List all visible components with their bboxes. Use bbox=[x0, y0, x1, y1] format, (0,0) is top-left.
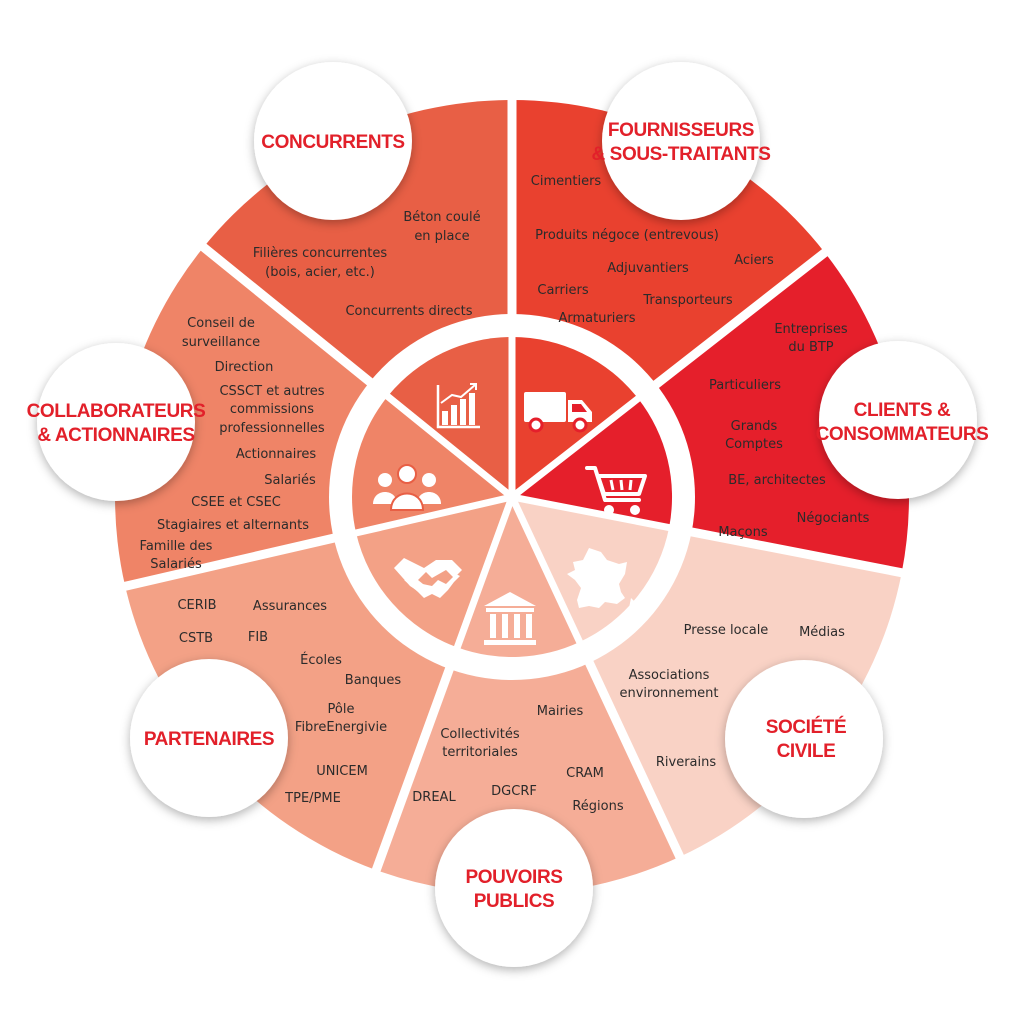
title-circle-fournisseurs: FOURNISSEURS & SOUS-TRAITANTS bbox=[591, 62, 771, 220]
item-label: Produits négoce (entrevous) bbox=[535, 228, 719, 243]
labels-partenaires: CERIB Assurances CSTB FIB Écoles Banques… bbox=[177, 598, 401, 806]
item-label: DGCRF bbox=[491, 784, 537, 799]
institution-building-icon bbox=[484, 592, 536, 645]
inner-sector-separator bbox=[508, 495, 584, 646]
sector-title: COLLABORATEURS bbox=[27, 401, 206, 422]
inner-sector-separator bbox=[453, 495, 516, 651]
bar-chart-growth-icon bbox=[436, 383, 480, 429]
item-label: FIB bbox=[248, 630, 268, 645]
item-label: commissions bbox=[230, 402, 314, 417]
item-label: Filières concurrentes bbox=[253, 246, 388, 261]
item-label: CSTB bbox=[179, 631, 213, 646]
item-label: Médias bbox=[799, 625, 845, 640]
item-label: Riverains bbox=[656, 755, 716, 770]
item-label: Béton coulé bbox=[403, 210, 480, 225]
title-circle-partenaires: PARTENAIRES bbox=[130, 659, 288, 817]
item-label: surveillance bbox=[182, 335, 260, 350]
item-label: UNICEM bbox=[316, 764, 368, 779]
handshake-icon bbox=[394, 558, 462, 598]
item-label: environnement bbox=[619, 686, 718, 701]
item-label: CSEE et CSEC bbox=[191, 495, 281, 510]
item-label: CERIB bbox=[177, 598, 216, 613]
item-label: Grands bbox=[731, 419, 778, 434]
inner-sector-collaborateurs bbox=[387, 337, 512, 497]
item-label: Direction bbox=[215, 360, 274, 375]
group-people-icon bbox=[373, 464, 441, 511]
title-circle-societe-civile: SOCIÉTÉ CIVILE bbox=[725, 660, 883, 818]
labels-fournisseurs: Cimentiers Produits négoce (entrevous) A… bbox=[531, 174, 774, 326]
item-label: Stagiaires et alternants bbox=[157, 518, 309, 533]
item-label: Salariés bbox=[150, 557, 202, 572]
item-label: Conseil de bbox=[187, 316, 255, 331]
item-label: FibreEnergivie bbox=[295, 720, 387, 735]
sector-title: POUVOIRS bbox=[465, 867, 562, 888]
sector-societe-civile bbox=[376, 497, 680, 895]
sector-title: CLIENTS & bbox=[854, 400, 951, 421]
item-label: Associations bbox=[629, 668, 710, 683]
labels-concurrents: Béton coulé en place Filières concurrent… bbox=[253, 210, 481, 319]
item-label: CRAM bbox=[566, 766, 604, 781]
labels-collaborateurs: Conseil de surveillance Direction CSSCT … bbox=[140, 316, 325, 572]
item-label: Pôle bbox=[328, 702, 355, 717]
labels-societe-civile: Presse locale Médias Associations enviro… bbox=[619, 623, 845, 770]
item-label: en place bbox=[414, 229, 469, 244]
title-circle-concurrents: CONCURRENTS bbox=[254, 62, 412, 220]
sector-title: CIVILE bbox=[777, 741, 836, 762]
france-map-icon bbox=[567, 548, 635, 610]
sector-title: CONSOMMATEURS bbox=[816, 424, 989, 445]
inner-sector-separator bbox=[383, 392, 515, 500]
item-label: Actionnaires bbox=[236, 447, 317, 462]
inner-sector-separator bbox=[353, 493, 513, 537]
item-label: Presse locale bbox=[684, 623, 769, 638]
item-label: Transporteurs bbox=[642, 293, 733, 308]
item-label: Collectivités bbox=[440, 727, 520, 742]
item-label: Cimentiers bbox=[531, 174, 602, 189]
item-label: Armaturiers bbox=[558, 311, 635, 326]
inner-sector-separator bbox=[511, 493, 672, 532]
item-label: Aciers bbox=[734, 253, 774, 268]
sector-title: CONCURRENTS bbox=[261, 132, 404, 153]
title-circle-pouvoirs-publics: POUVOIRS PUBLICS bbox=[435, 809, 593, 967]
item-label: TPE/PME bbox=[284, 791, 341, 806]
item-label: Régions bbox=[572, 799, 624, 814]
delivery-truck-icon bbox=[524, 392, 592, 433]
item-label: Maçons bbox=[718, 525, 768, 540]
title-circle-collaborateurs: COLLABORATEURS & ACTIONNAIRES bbox=[27, 343, 206, 501]
labels-clients: Entreprises du BTP Particuliers Grands C… bbox=[709, 322, 870, 540]
sector-title: PARTENAIRES bbox=[144, 729, 274, 750]
item-label: Adjuvantiers bbox=[607, 261, 689, 276]
item-label: CSSCT et autres bbox=[219, 384, 324, 399]
item-label: (bois, acier, etc.) bbox=[265, 265, 375, 280]
item-label: Particuliers bbox=[709, 378, 781, 393]
inner-sector-separator bbox=[509, 394, 642, 500]
item-label: du BTP bbox=[788, 340, 833, 355]
item-label: Banques bbox=[345, 673, 402, 688]
item-label: Concurrents directs bbox=[345, 304, 472, 319]
sector-title: & ACTIONNAIRES bbox=[37, 425, 194, 446]
item-label: professionnelles bbox=[219, 421, 325, 436]
item-label: Famille des bbox=[140, 539, 213, 554]
item-label: Salariés bbox=[264, 473, 316, 488]
labels-pouvoirs-publics: Mairies Collectivités territoriales CRAM… bbox=[412, 704, 624, 814]
item-label: Entreprises bbox=[774, 322, 848, 337]
item-label: Comptes bbox=[725, 437, 783, 452]
item-label: Écoles bbox=[300, 652, 342, 668]
sector-title: & SOUS-TRAITANTS bbox=[591, 144, 770, 165]
item-label: Carriers bbox=[537, 283, 588, 298]
title-circle-clients: CLIENTS & CONSOMMATEURS bbox=[816, 341, 989, 499]
shopping-cart-icon bbox=[585, 466, 647, 515]
sector-title: SOCIÉTÉ bbox=[766, 716, 847, 738]
item-label: Négociants bbox=[797, 511, 870, 526]
item-label: DREAL bbox=[412, 790, 456, 805]
inner-sector-societe-civile bbox=[457, 497, 580, 658]
item-label: territoriales bbox=[442, 745, 518, 760]
item-label: Mairies bbox=[537, 704, 584, 719]
sector-title: PUBLICS bbox=[474, 891, 555, 912]
inner-sector-separators bbox=[353, 335, 672, 651]
sector-title: FOURNISSEURS bbox=[608, 120, 754, 141]
item-label: Assurances bbox=[253, 599, 327, 614]
item-label: BE, architectes bbox=[728, 473, 826, 488]
